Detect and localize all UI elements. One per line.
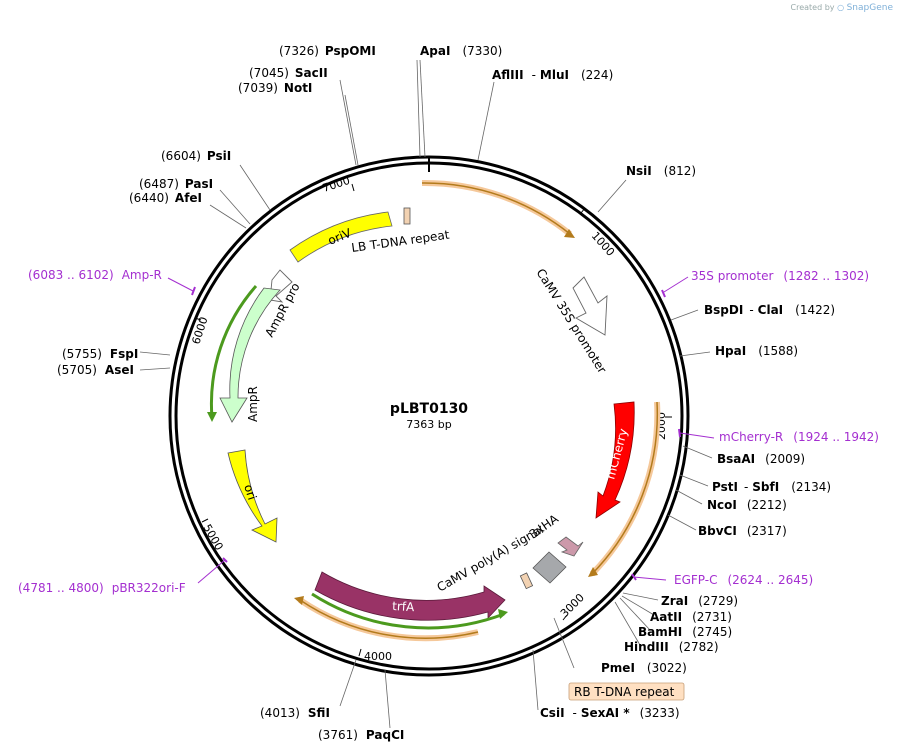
site-csii-sexai: CsiI-SexAI *(3233)	[540, 706, 680, 720]
site-nsii: NsiI(812)	[626, 164, 696, 178]
primer-ampr-r: (6083 .. 6102)Amp-R	[28, 268, 162, 282]
rb-tdna-box	[519, 572, 534, 590]
site-psti-sbfi: PstI-SbfI(2134)	[712, 480, 831, 494]
tick-label-6000: 6000	[189, 315, 210, 346]
site-fspi: (5755)FspI	[62, 347, 138, 361]
snapgene-logo-icon: ○	[837, 3, 845, 12]
trfa-label: trfA	[392, 599, 416, 614]
site-pmei: PmeI(3022)	[601, 661, 687, 675]
tick-label-5000: 5000	[200, 522, 225, 553]
site-psii: (6604)PsiI	[161, 149, 231, 163]
rb-label-box	[568, 682, 685, 701]
trfa-feature	[314, 571, 506, 621]
site-hpai: HpaI(1588)	[715, 344, 798, 358]
ampr-orf	[209, 285, 258, 419]
ori-label: ori	[241, 483, 259, 502]
camv35s-promoter-feature	[572, 276, 608, 336]
site-afei: (6440)AfeI	[129, 191, 202, 205]
oriV-feature	[289, 211, 393, 263]
lb-tdna-repeat	[403, 207, 411, 225]
orf-arrows	[294, 179, 661, 642]
polya-feature	[532, 551, 567, 584]
site-noti: (7039)NotI	[238, 81, 312, 95]
primer-egfp-c: EGFP-C(2624 .. 2645)	[674, 573, 813, 587]
site-hindiii: HindIII(2782)	[624, 640, 719, 654]
trfa-orf	[311, 592, 505, 630]
site-afliii-mlui: AflIII-MluI(224)	[492, 68, 613, 82]
ampr-label: AmpR	[246, 386, 260, 422]
site-aatii: AatII(2731)	[650, 610, 732, 624]
primer-mcherry-r: mCherry-R(1924 .. 1942)	[719, 430, 879, 444]
ampr-feature	[219, 287, 281, 423]
site-asei: (5705)AseI	[57, 363, 134, 377]
3xha-feature	[557, 536, 584, 557]
site-apai: ApaI(7330)	[420, 44, 502, 58]
rb-label: RB T-DNA repeat	[574, 685, 675, 699]
primer-35s: 35S promoter(1282 .. 1302)	[691, 269, 869, 283]
site-pasi: (6487)PasI	[139, 177, 213, 191]
primer-pbr322ori-f: (4781 .. 4800)pBR322ori-F	[18, 581, 186, 595]
site-zrai: ZraI(2729)	[661, 594, 738, 608]
site-bspdi-clai: BspDI-ClaI(1422)	[704, 303, 835, 317]
primer-markers	[167, 276, 715, 584]
site-pspomi: (7326)PspOMI	[279, 44, 376, 58]
site-ncoi: NcoI(2212)	[707, 498, 787, 512]
site-sacii: (7045)SacII	[249, 66, 328, 80]
site-paqci: (3761)PaqCI	[318, 728, 404, 742]
lb-label: LB T-DNA repeat	[350, 228, 450, 255]
snapgene-brand-text: SnapGene	[846, 3, 893, 13]
site-sfii: (4013)SfiI	[260, 706, 330, 720]
site-bsaai: BsaAI(2009)	[717, 452, 805, 466]
snapgene-watermark: Created by ○ SnapGene	[791, 3, 894, 13]
mcherry-feature	[595, 401, 635, 519]
tick-label-4000: 4000	[364, 650, 392, 663]
site-leaders	[139, 59, 713, 729]
plasmid-size: 7363 bp	[406, 418, 451, 431]
site-bamhi: BamHI(2745)	[638, 625, 732, 639]
ori-feature	[227, 449, 278, 543]
plasmid-name: pLBT0130	[390, 401, 468, 417]
tick-marks	[194, 183, 672, 657]
created-by-text: Created by	[790, 3, 835, 12]
site-bbvci: BbvCI(2317)	[698, 524, 787, 538]
ampr-promoter-label: AmpR promoter	[0, 0, 303, 339]
